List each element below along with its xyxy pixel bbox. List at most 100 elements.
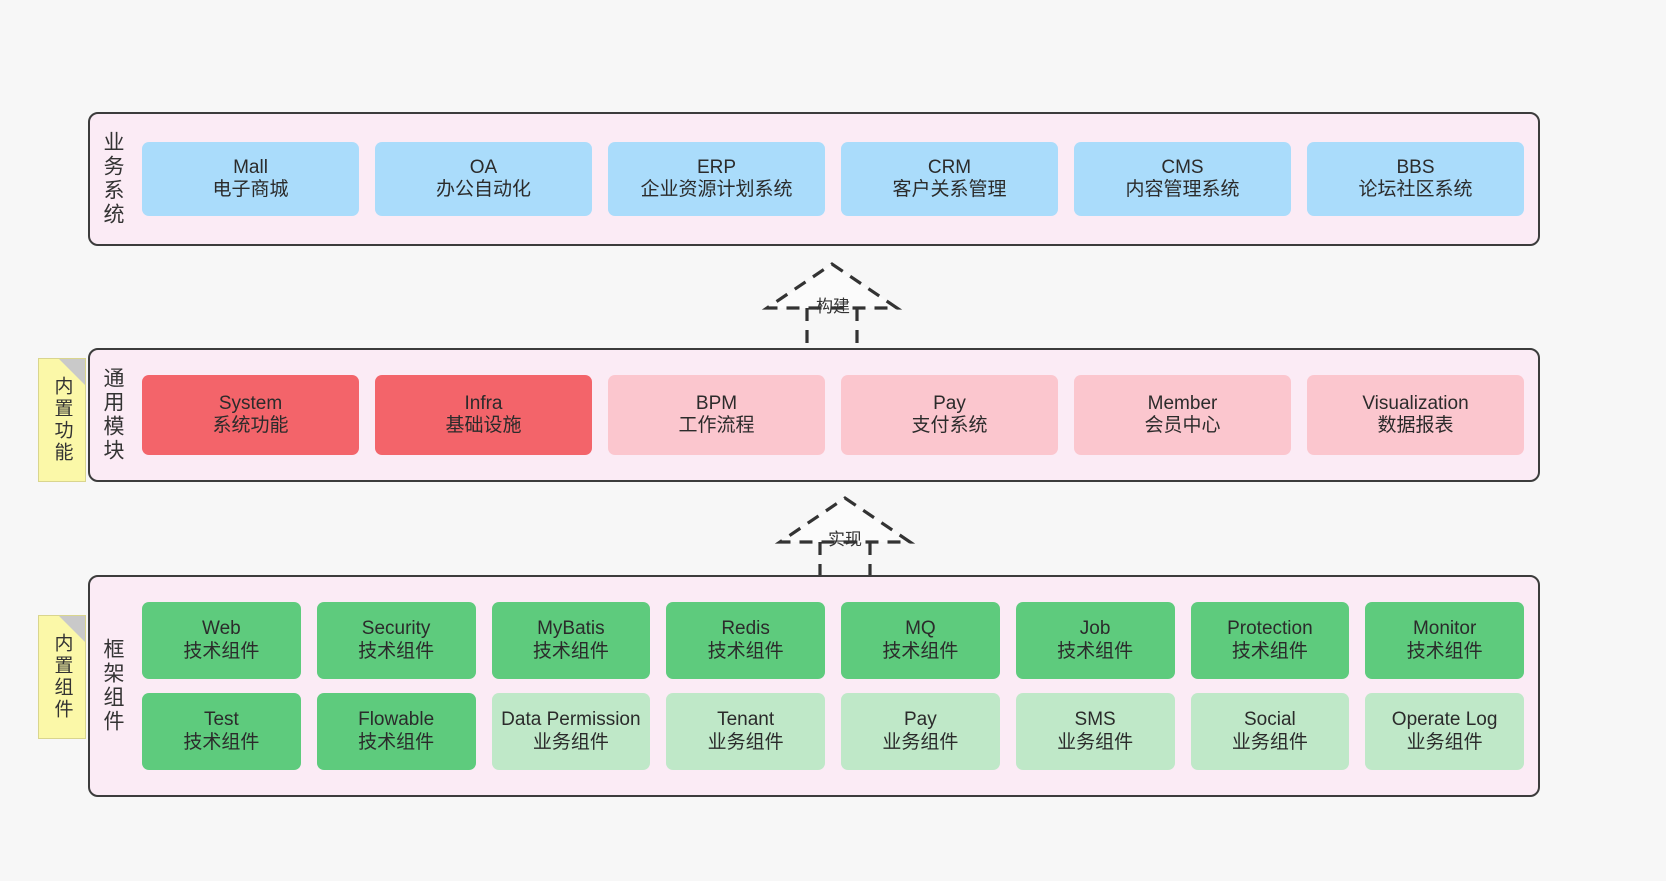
cell-desc: 论坛社区系统 <box>1358 179 1473 200</box>
framework-cell-pay[interactable]: Pay 业务组件 <box>841 693 1000 770</box>
cell-name: Protection <box>1227 618 1313 640</box>
layer-body-business: Mall 电子商城 OA 办公自动化 ERP 企业资源计划系统 CRM 客户关系… <box>134 114 1538 244</box>
framework-cell-web[interactable]: Web 技术组件 <box>142 602 301 679</box>
cell-name: Tenant <box>717 709 775 731</box>
layer-title-common: 通用模块 <box>101 367 125 463</box>
business-cell-crm[interactable]: CRM 客户关系管理 <box>841 142 1058 216</box>
cell-desc: 技术组件 <box>1231 640 1308 662</box>
cell-name: Redis <box>721 618 770 640</box>
cell-desc: 客户关系管理 <box>892 179 1007 200</box>
connector-implement-label: 实现 <box>828 530 862 549</box>
cell-desc: 业务组件 <box>882 731 959 753</box>
cell-name: Web <box>202 618 241 640</box>
cell-name: Job <box>1079 618 1111 640</box>
common-cell-member[interactable]: Member 会员中心 <box>1074 375 1291 455</box>
cell-name: ERP <box>696 156 737 178</box>
cell-name: Visualization <box>1362 392 1469 414</box>
cell-name: Pay <box>904 709 937 731</box>
cell-desc: 业务组件 <box>1406 731 1483 753</box>
framework-cell-flowable[interactable]: Flowable 技术组件 <box>316 693 476 770</box>
common-cell-bpm[interactable]: BPM 工作流程 <box>608 375 825 455</box>
cell-name: Test <box>203 709 239 731</box>
cell-desc: 电子商城 <box>212 179 289 200</box>
common-cell-infra[interactable]: Infra 基础设施 <box>375 375 592 455</box>
layer-body-framework: Web 技术组件 Security 技术组件 MyBatis 技术组件 Redi… <box>134 577 1538 795</box>
cell-desc: 业务组件 <box>1057 731 1134 753</box>
business-cell-mall[interactable]: Mall 电子商城 <box>142 142 359 216</box>
business-cell-erp[interactable]: ERP 企业资源计划系统 <box>608 142 825 216</box>
cell-name: Social <box>1244 709 1296 731</box>
note-label: 内置功能 <box>51 376 73 464</box>
cell-desc: 技术组件 <box>707 640 784 662</box>
framework-cell-mq[interactable]: MQ 技术组件 <box>841 602 1000 679</box>
cell-desc: 技术组件 <box>882 640 959 662</box>
framework-cell-social[interactable]: Social 业务组件 <box>1190 693 1350 770</box>
cell-desc: 业务组件 <box>707 731 784 753</box>
connector-build-label: 构建 <box>816 297 850 316</box>
business-cell-row: Mall 电子商城 OA 办公自动化 ERP 企业资源计划系统 CRM 客户关系… <box>142 142 1524 216</box>
cell-name: Infra <box>464 392 503 414</box>
cell-name: Monitor <box>1412 618 1477 640</box>
cell-desc: 业务组件 <box>1231 731 1308 753</box>
business-cell-oa[interactable]: OA 办公自动化 <box>375 142 592 216</box>
cell-desc: 企业资源计划系统 <box>640 179 793 200</box>
cell-desc: 系统功能 <box>212 415 289 436</box>
layer-body-common: System 系统功能 Infra 基础设施 BPM 工作流程 Pay 支付系统… <box>134 350 1538 480</box>
framework-tech-row: Web 技术组件 Security 技术组件 MyBatis 技术组件 Redi… <box>142 602 1524 679</box>
note-builtin-function[interactable]: 内置功能 <box>38 358 86 482</box>
framework-cell-data-permission[interactable]: Data Permission 业务组件 <box>491 693 651 770</box>
note-builtin-component[interactable]: 内置组件 <box>38 615 86 739</box>
cell-name: MQ <box>905 618 936 640</box>
framework-cell-protection[interactable]: Protection 技术组件 <box>1190 602 1350 679</box>
framework-cell-operate-log[interactable]: Operate Log 业务组件 <box>1365 693 1524 770</box>
framework-cell-tenant[interactable]: Tenant 业务组件 <box>666 693 825 770</box>
note-label: 内置组件 <box>51 633 73 721</box>
cell-desc: 技术组件 <box>183 731 260 753</box>
cell-name: OA <box>469 156 498 178</box>
layer-title-framework: 框架组件 <box>101 638 125 734</box>
common-cell-pay[interactable]: Pay 支付系统 <box>841 375 1058 455</box>
cell-name: Flowable <box>358 709 435 731</box>
framework-cell-redis[interactable]: Redis 技术组件 <box>666 602 825 679</box>
common-cell-row: System 系统功能 Infra 基础设施 BPM 工作流程 Pay 支付系统… <box>142 375 1524 455</box>
business-cell-bbs[interactable]: BBS 论坛社区系统 <box>1307 142 1524 216</box>
layer-business-system[interactable]: 业务系统 Mall 电子商城 OA 办公自动化 ERP 企业资源计划系统 CRM <box>88 112 1540 246</box>
cell-name: System <box>218 392 283 414</box>
cell-desc: 技术组件 <box>532 640 609 662</box>
cell-name: BBS <box>1396 156 1435 178</box>
cell-desc: 工作流程 <box>678 415 755 436</box>
layer-common-module[interactable]: 通用模块 System 系统功能 Infra 基础设施 BPM 工作流程 Pay <box>88 348 1540 482</box>
business-cell-cms[interactable]: CMS 内容管理系统 <box>1074 142 1291 216</box>
connector-build-arrow <box>757 258 907 354</box>
common-cell-system[interactable]: System 系统功能 <box>142 375 359 455</box>
cell-desc: 支付系统 <box>911 415 988 436</box>
framework-cell-monitor[interactable]: Monitor 技术组件 <box>1365 602 1524 679</box>
framework-cell-sms[interactable]: SMS 业务组件 <box>1015 693 1175 770</box>
cell-name: Mall <box>233 156 268 178</box>
framework-biz-row: Test 技术组件 Flowable 技术组件 Data Permission … <box>142 693 1524 770</box>
cell-name: Member <box>1147 392 1218 414</box>
cell-desc: 内容管理系统 <box>1125 179 1240 200</box>
cell-name: BPM <box>695 392 738 414</box>
layer-framework-component[interactable]: 框架组件 Web 技术组件 Security 技术组件 MyBatis 技术组件… <box>88 575 1540 797</box>
cell-desc: 技术组件 <box>358 640 435 662</box>
cell-desc: 技术组件 <box>183 640 260 662</box>
layer-title-business: 业务系统 <box>101 131 125 227</box>
cell-name: Operate Log <box>1391 709 1498 731</box>
cell-desc: 技术组件 <box>1406 640 1483 662</box>
common-cell-visualization[interactable]: Visualization 数据报表 <box>1307 375 1524 455</box>
cell-name: Security <box>361 618 431 640</box>
framework-cell-security[interactable]: Security 技术组件 <box>316 602 476 679</box>
cell-name: SMS <box>1074 709 1116 731</box>
cell-desc: 办公自动化 <box>435 179 531 200</box>
cell-name: Data Permission <box>501 709 641 731</box>
cell-desc: 技术组件 <box>358 731 435 753</box>
cell-desc: 数据报表 <box>1377 415 1454 436</box>
cell-name: CMS <box>1161 156 1204 178</box>
cell-desc: 基础设施 <box>445 415 522 436</box>
framework-cell-job[interactable]: Job 技术组件 <box>1015 602 1175 679</box>
framework-cell-mybatis[interactable]: MyBatis 技术组件 <box>491 602 651 679</box>
cell-name: Pay <box>933 392 966 414</box>
framework-cell-test[interactable]: Test 技术组件 <box>142 693 301 770</box>
